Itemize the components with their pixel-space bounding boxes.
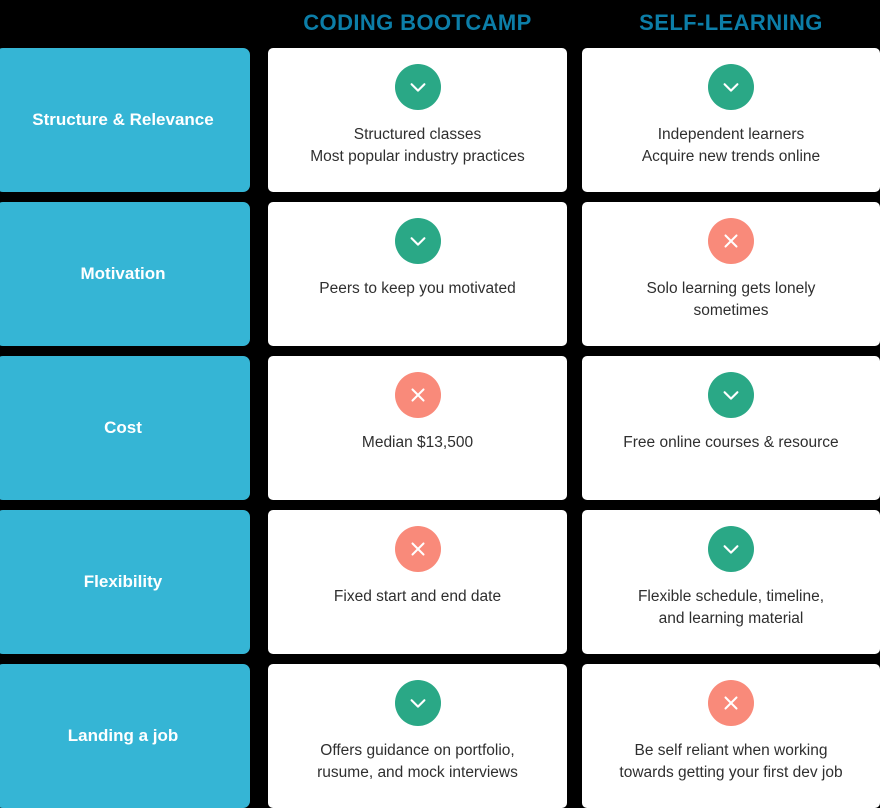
- cell-text: Peers to keep you motivated: [319, 280, 516, 297]
- check-circle-icon: [708, 64, 754, 110]
- row-label-motivation[interactable]: Motivation: [0, 202, 250, 346]
- x-circle-icon: [708, 218, 754, 264]
- cell-text: Offers guidance on portfolio, rusume, an…: [317, 742, 518, 781]
- check-circle-icon: [394, 680, 441, 726]
- table-row: Flexibility Fixed start and end date: [0, 510, 880, 654]
- cell-bootcamp-flexibility[interactable]: Fixed start and end date: [268, 510, 567, 654]
- cell-self-learning-flexibility[interactable]: Flexible schedule, timeline, and learnin…: [582, 510, 880, 654]
- column-header-self-learning: SELF-LEARNING: [639, 9, 823, 35]
- row-label-cost[interactable]: Cost: [0, 356, 250, 500]
- row-label-structure-relevance[interactable]: Structure & Relevance: [0, 48, 250, 192]
- cell-text: Solo learning gets lonely sometimes: [646, 280, 816, 319]
- cell-bootcamp-structure-relevance[interactable]: Structured classes Most popular industry…: [268, 48, 567, 192]
- cell-text: Fixed start and end date: [333, 588, 502, 605]
- x-circle-icon: [394, 372, 441, 418]
- cell-bootcamp-cost[interactable]: Median $13,500: [268, 356, 567, 500]
- check-circle-icon: [394, 64, 441, 110]
- table-body: Structure & Relevance Structured classes…: [0, 45, 880, 808]
- table-row: Motivation Peers to keep you motivated: [0, 202, 880, 346]
- x-circle-icon: [708, 680, 754, 726]
- table-row: Landing a job Offers guidance on portfol…: [0, 664, 880, 808]
- cell-text: Flexible schedule, timeline, and learnin…: [637, 588, 825, 627]
- cell-text: Be self reliant when working towards get…: [619, 742, 843, 781]
- check-circle-icon: [708, 372, 754, 418]
- row-label-text: Cost: [104, 418, 142, 438]
- table-header-row: CODING BOOTCAMP SELF-LEARNING: [0, 0, 880, 45]
- table-row: Cost Median $13,500 Free online cours: [0, 356, 880, 500]
- row-label-text: Landing a job: [67, 726, 179, 746]
- cell-bootcamp-landing-a-job[interactable]: Offers guidance on portfolio, rusume, an…: [268, 664, 567, 808]
- row-label-landing-a-job[interactable]: Landing a job: [0, 664, 250, 808]
- row-label-text: Flexibility: [83, 572, 163, 592]
- cell-text: Structured classes Most popular industry…: [310, 126, 525, 165]
- x-circle-icon: [394, 526, 441, 572]
- cell-text: Independent learners Acquire new trends …: [641, 126, 821, 165]
- row-label-text: Structure & Relevance: [32, 110, 214, 130]
- row-label-flexibility[interactable]: Flexibility: [0, 510, 250, 654]
- cell-bootcamp-motivation[interactable]: Peers to keep you motivated: [268, 202, 567, 346]
- check-circle-icon: [394, 218, 441, 264]
- column-header-coding-bootcamp: CODING BOOTCAMP: [303, 9, 532, 35]
- cell-text: Median $13,500: [361, 434, 474, 451]
- cell-text: Free online courses & resource: [623, 434, 839, 451]
- cell-self-learning-landing-a-job[interactable]: Be self reliant when working towards get…: [582, 664, 880, 808]
- check-circle-icon: [708, 526, 754, 572]
- cell-self-learning-structure-relevance[interactable]: Independent learners Acquire new trends …: [582, 48, 880, 192]
- table-row: Structure & Relevance Structured classes…: [0, 48, 880, 192]
- cell-self-learning-cost[interactable]: Free online courses & resource: [582, 356, 880, 500]
- row-label-text: Motivation: [80, 264, 166, 284]
- cell-self-learning-motivation[interactable]: Solo learning gets lonely sometimes: [582, 202, 880, 346]
